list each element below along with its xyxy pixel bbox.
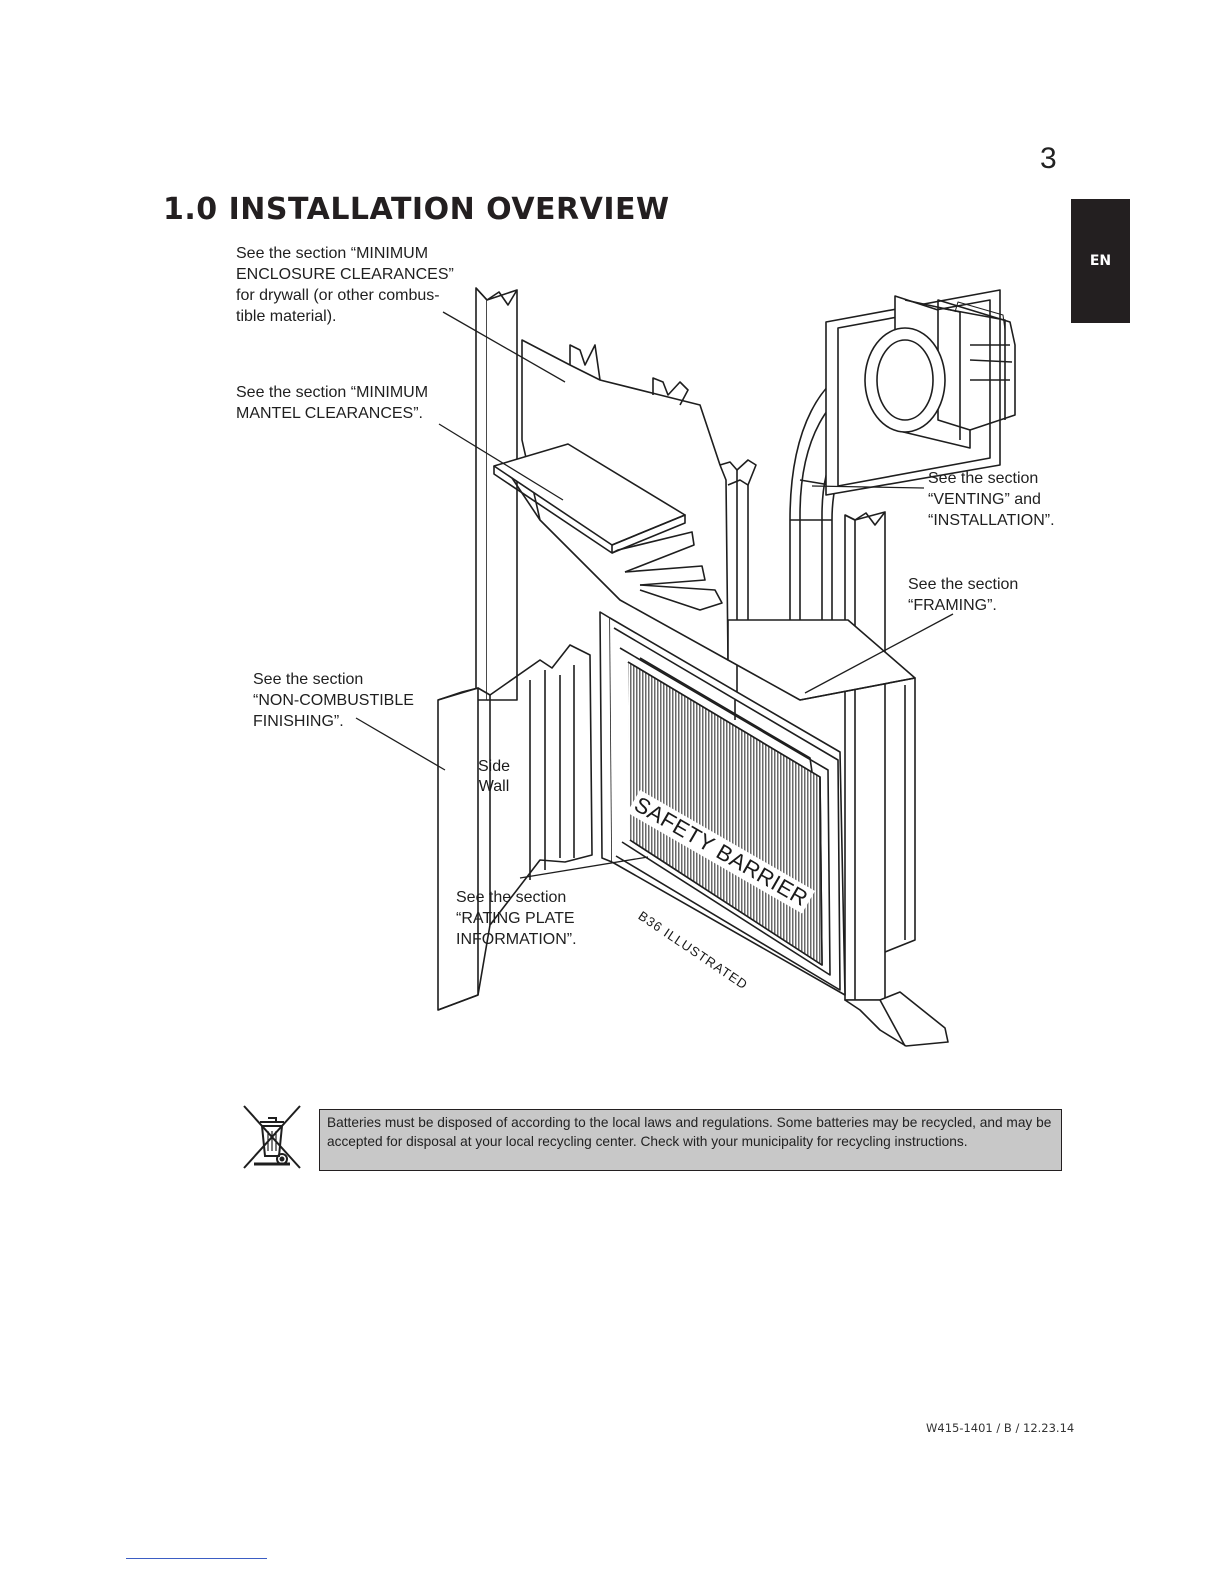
crossed-out-wheelie-bin-icon bbox=[243, 1105, 301, 1169]
battery-disposal-notice: Batteries must be disposed of according … bbox=[319, 1109, 1062, 1171]
section-title: 1.0 INSTALLATION OVERVIEW bbox=[163, 192, 670, 227]
installation-diagram bbox=[355, 287, 1016, 1047]
callout-framing: See the section “FRAMING”. bbox=[908, 576, 1019, 614]
language-tab-label: EN bbox=[1089, 253, 1112, 269]
callout-venting: See the section “VENTING” and “INSTALLAT… bbox=[928, 470, 1055, 529]
callout-leaders bbox=[355, 311, 954, 879]
callout-mantel-clearances: See the section “MINIMUM MANTEL CLEARANC… bbox=[236, 384, 429, 422]
mantel-shelf bbox=[493, 443, 723, 611]
vent-termination bbox=[825, 289, 1016, 496]
framing-header bbox=[727, 619, 916, 953]
callout-rating-plate: See the section “RATING PLATE INFORMATIO… bbox=[456, 889, 577, 948]
page-number: 3 bbox=[1040, 142, 1057, 175]
side-wall bbox=[437, 644, 593, 1011]
side-wall-label: Side Wall bbox=[478, 758, 511, 795]
callout-non-combustible-finishing: See the section “NON-COMBUSTIBLE FINISHI… bbox=[253, 671, 414, 730]
callout-enclosure-clearances: See the section “MINIMUM ENCLOSURE CLEAR… bbox=[236, 245, 454, 325]
left-stud bbox=[475, 287, 518, 701]
language-tab[interactable]: EN bbox=[1071, 199, 1130, 323]
document-code: W415-1401 / B / 12.23.14 bbox=[926, 1421, 1075, 1435]
footer-rule bbox=[126, 1558, 267, 1559]
